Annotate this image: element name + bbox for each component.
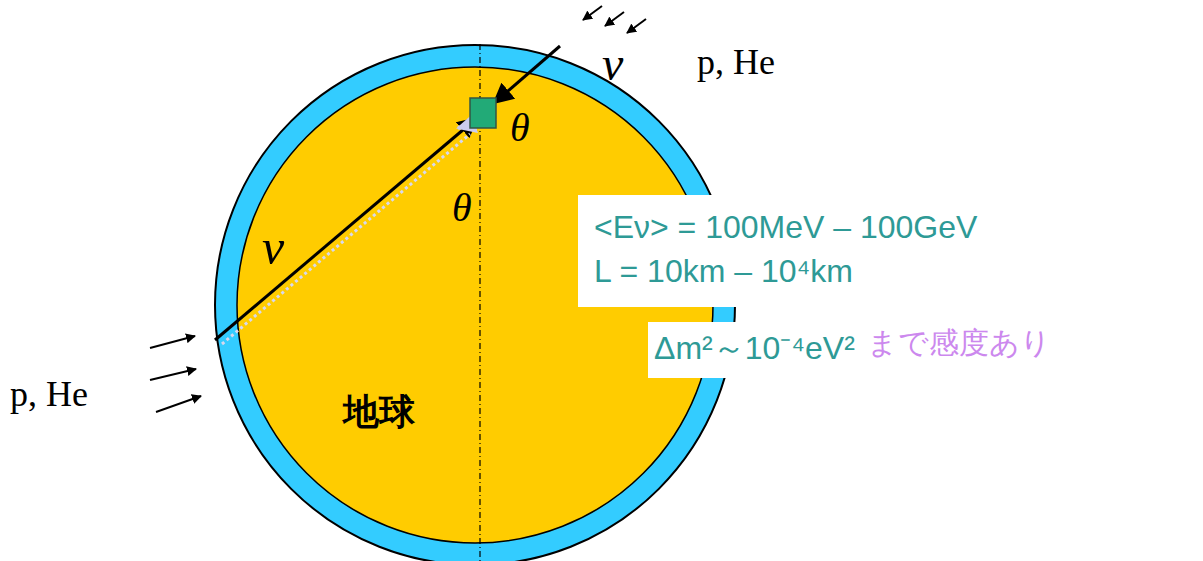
- parameter-text: L = 10km – 10⁴km: [594, 249, 980, 293]
- cosmic-ray-arrow: [150, 369, 196, 380]
- info-box: <Eν> = 100MeV – 100GeVL = 10km – 10⁴km: [578, 195, 996, 307]
- angle-symbol: θ: [510, 108, 530, 148]
- detector: [470, 98, 496, 128]
- particle-label: p, He: [10, 376, 88, 412]
- info-box: Δm²～10⁻⁴eV²: [648, 322, 863, 378]
- neutrino-path: [215, 118, 477, 340]
- sensitivity-note: まで感度あり: [867, 328, 1051, 358]
- neutrino-path: [494, 46, 560, 103]
- cosmic-ray-arrow: [156, 396, 201, 412]
- cosmic-ray-arrow: [627, 19, 646, 33]
- particle-label: p, He: [697, 44, 775, 80]
- neutrino-symbol: ν: [602, 40, 623, 88]
- cosmic-ray-arrow: [583, 6, 602, 20]
- dotted-path: [222, 134, 470, 344]
- earth-label: 地球: [343, 388, 415, 437]
- cosmic-ray-arrow: [605, 12, 624, 26]
- parameter-text: <Eν> = 100MeV – 100GeV: [594, 205, 980, 249]
- cosmic-ray-arrow: [150, 336, 195, 348]
- angle-symbol: θ: [452, 188, 472, 228]
- parameter-text: Δm²～10⁻⁴eV²: [654, 326, 857, 370]
- neutrino-symbol: ν: [262, 222, 284, 272]
